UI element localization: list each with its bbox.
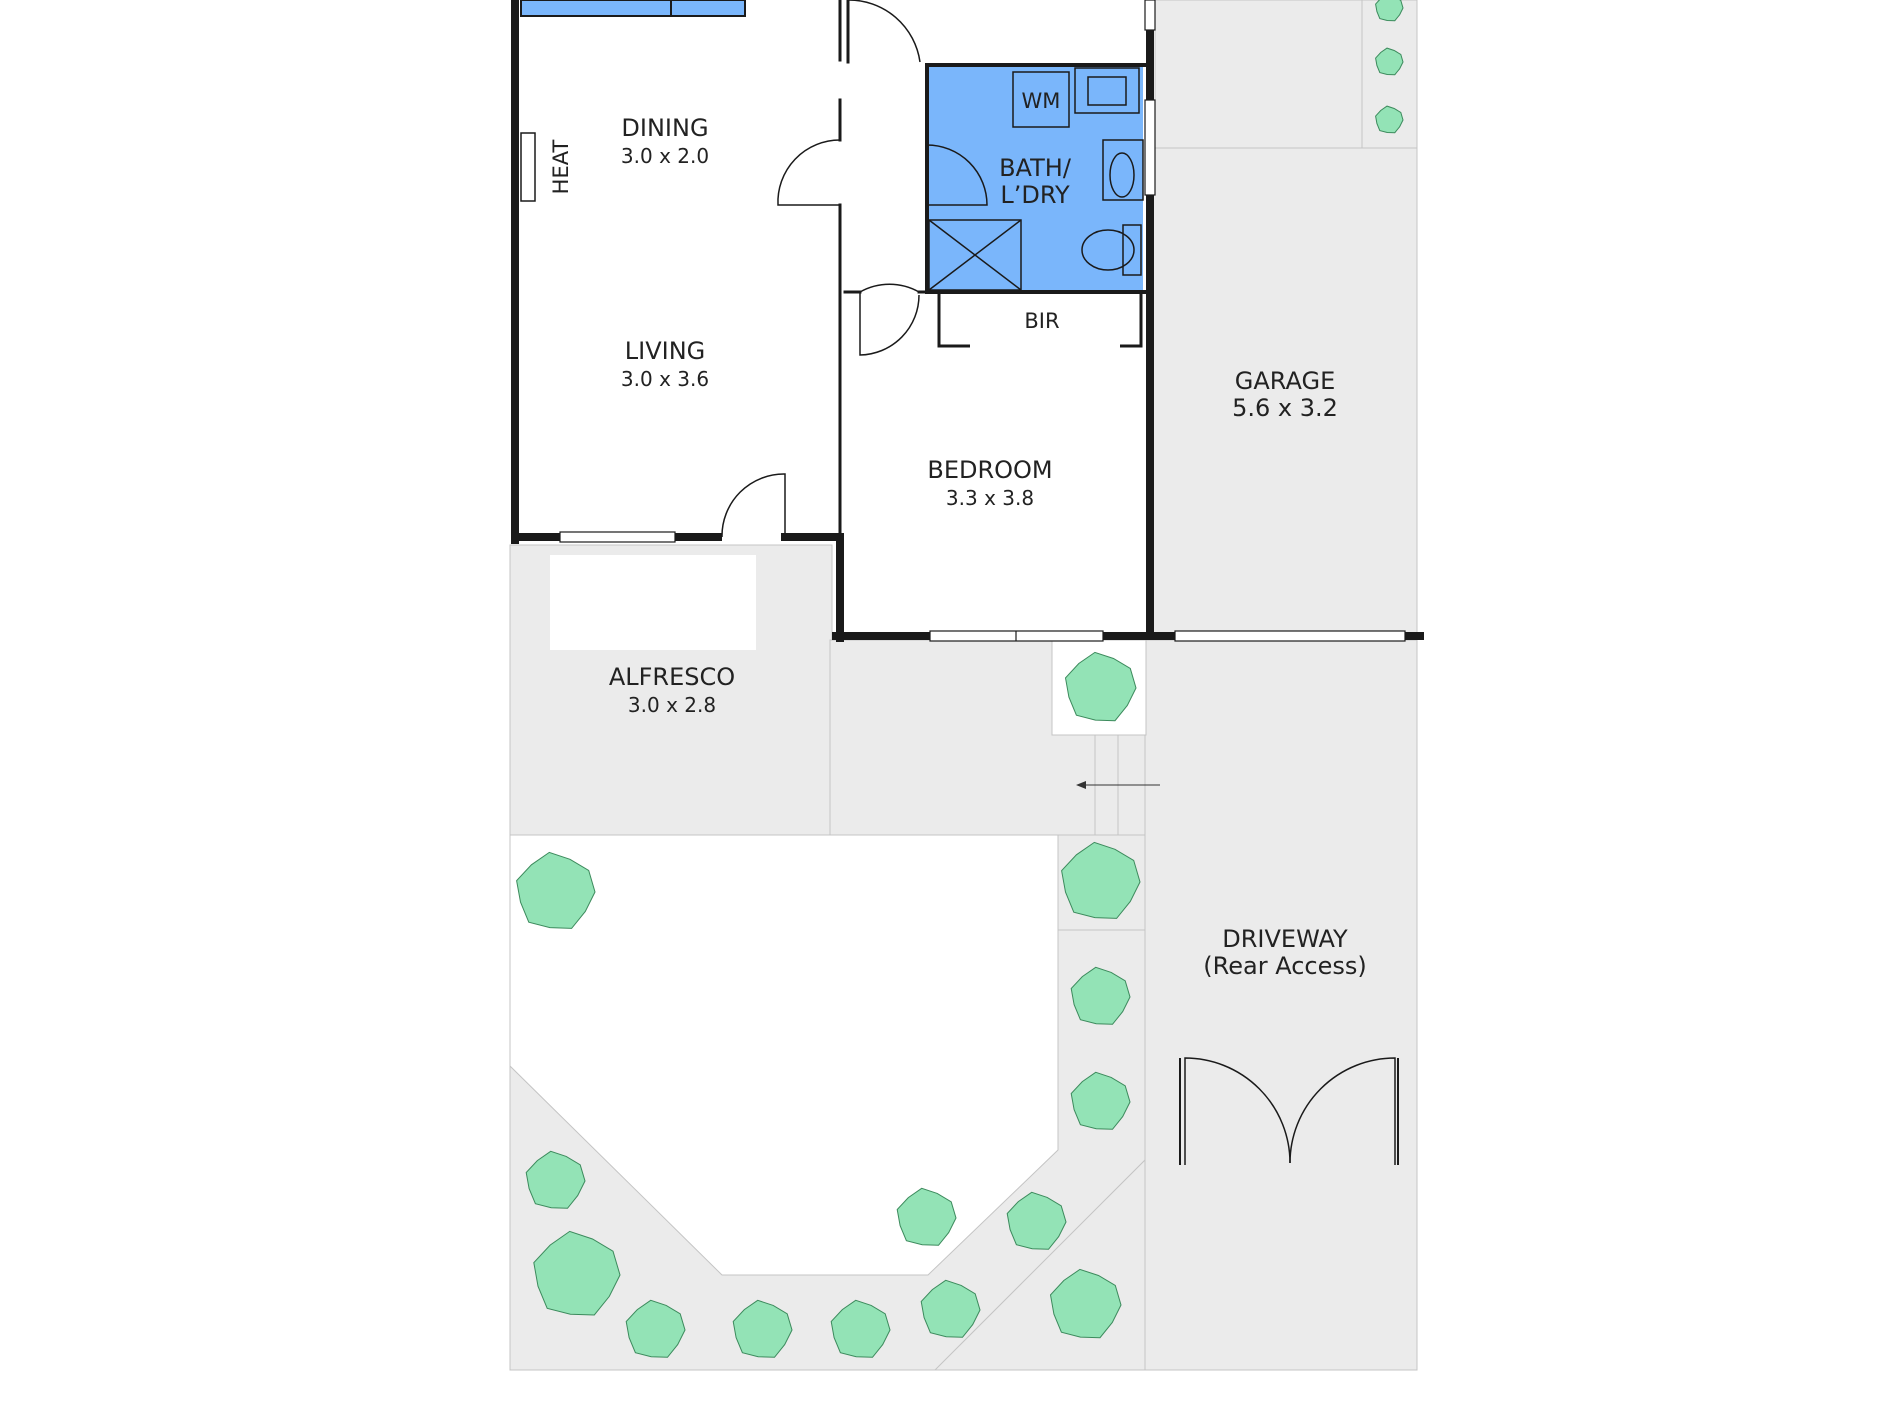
- bir-outline: [937, 290, 1143, 348]
- bir-cabinet: [937, 290, 1143, 348]
- bedroom-name: BEDROOM: [927, 456, 1052, 484]
- alfresco-dims: 3.0 x 2.8: [628, 693, 716, 717]
- shrub-14: [896, 1187, 957, 1246]
- garage-dims: 5.6 x 3.2: [1232, 394, 1338, 422]
- kitchen-bench-right: [670, 0, 746, 17]
- shrub-6: [1061, 841, 1141, 919]
- trough: [1074, 67, 1140, 114]
- shrub-1: [1375, 0, 1404, 22]
- shower-cross-2: [928, 219, 1022, 291]
- heater: [520, 132, 536, 202]
- labels: DINING 3.0 x 2.0 LIVING 3.0 x 3.6 BATH/ …: [549, 89, 1367, 980]
- bath-floor: [927, 65, 1143, 290]
- bath-fixtures: [926, 67, 1144, 291]
- outdoor-areas: [509, 0, 1418, 1371]
- garden-bed-edge-2: [934, 1159, 1146, 1371]
- window-garage: [1174, 630, 1406, 642]
- windows: [559, 0, 1406, 642]
- door-kitchen-hall: [848, 0, 921, 63]
- dining-dims: 3.0 x 2.0: [621, 144, 709, 168]
- dining-living-floor: [518, 0, 838, 537]
- shrub-16: [920, 1279, 981, 1338]
- wm-label: WM: [1022, 89, 1061, 113]
- window-living: [559, 531, 676, 543]
- garden-bed-edge: [1057, 835, 1145, 931]
- toilet-cistern: [1122, 224, 1142, 276]
- driveway-name: DRIVEWAY: [1222, 925, 1348, 953]
- shrub-13: [830, 1299, 891, 1358]
- bath-name-2: L’DRY: [1000, 181, 1070, 209]
- plants: [516, 0, 1404, 1358]
- alfresco-name: ALFRESCO: [609, 663, 735, 691]
- bedroom-dims: 3.3 x 3.8: [946, 486, 1034, 510]
- driveway-area: [1144, 639, 1418, 1371]
- shrub-10: [533, 1230, 621, 1316]
- step-arrow-head: [1076, 781, 1086, 789]
- shrub-17: [1049, 1268, 1122, 1339]
- shrub-3: [1375, 105, 1404, 134]
- shrub-11: [625, 1299, 686, 1358]
- shrub-9: [525, 1150, 586, 1209]
- window-hall-top: [1144, 0, 1156, 31]
- shrub-2: [1375, 47, 1404, 76]
- door-living-alfresco: [721, 473, 786, 538]
- living-dims: 3.0 x 3.6: [621, 367, 709, 391]
- vanity: [1102, 139, 1144, 201]
- alfresco-roof: [550, 555, 756, 650]
- garage-name: GARAGE: [1235, 367, 1335, 395]
- toilet-bowl: [1081, 229, 1135, 271]
- kitchen-bench-left: [520, 0, 672, 17]
- trough-basin: [1087, 76, 1127, 106]
- shrub-5: [516, 851, 596, 929]
- bath-door-swing: [926, 144, 988, 206]
- driveway-note: (Rear Access): [1203, 952, 1366, 980]
- heat-label: HEAT: [549, 140, 573, 195]
- shrub-7: [1070, 966, 1131, 1025]
- living-name: LIVING: [625, 337, 706, 365]
- window-bath: [1144, 99, 1156, 196]
- doors: [721, 0, 1399, 1165]
- gate-left: [1184, 1057, 1291, 1165]
- walls: [511, 0, 1424, 642]
- shrub-4: [1064, 651, 1137, 722]
- gate-right: [1289, 1057, 1396, 1165]
- shrub-15: [1006, 1191, 1067, 1250]
- vanity-basin: [1109, 152, 1135, 198]
- shrub-8: [1070, 1071, 1131, 1130]
- bath-name-1: BATH/: [999, 154, 1072, 182]
- bir-label: BIR: [1024, 309, 1059, 333]
- door-hall-bedroom: [859, 283, 920, 356]
- washing-machine: [1012, 71, 1070, 128]
- dining-name: DINING: [621, 114, 708, 142]
- door-dining-hall: [777, 139, 841, 206]
- shrub-12: [732, 1299, 793, 1358]
